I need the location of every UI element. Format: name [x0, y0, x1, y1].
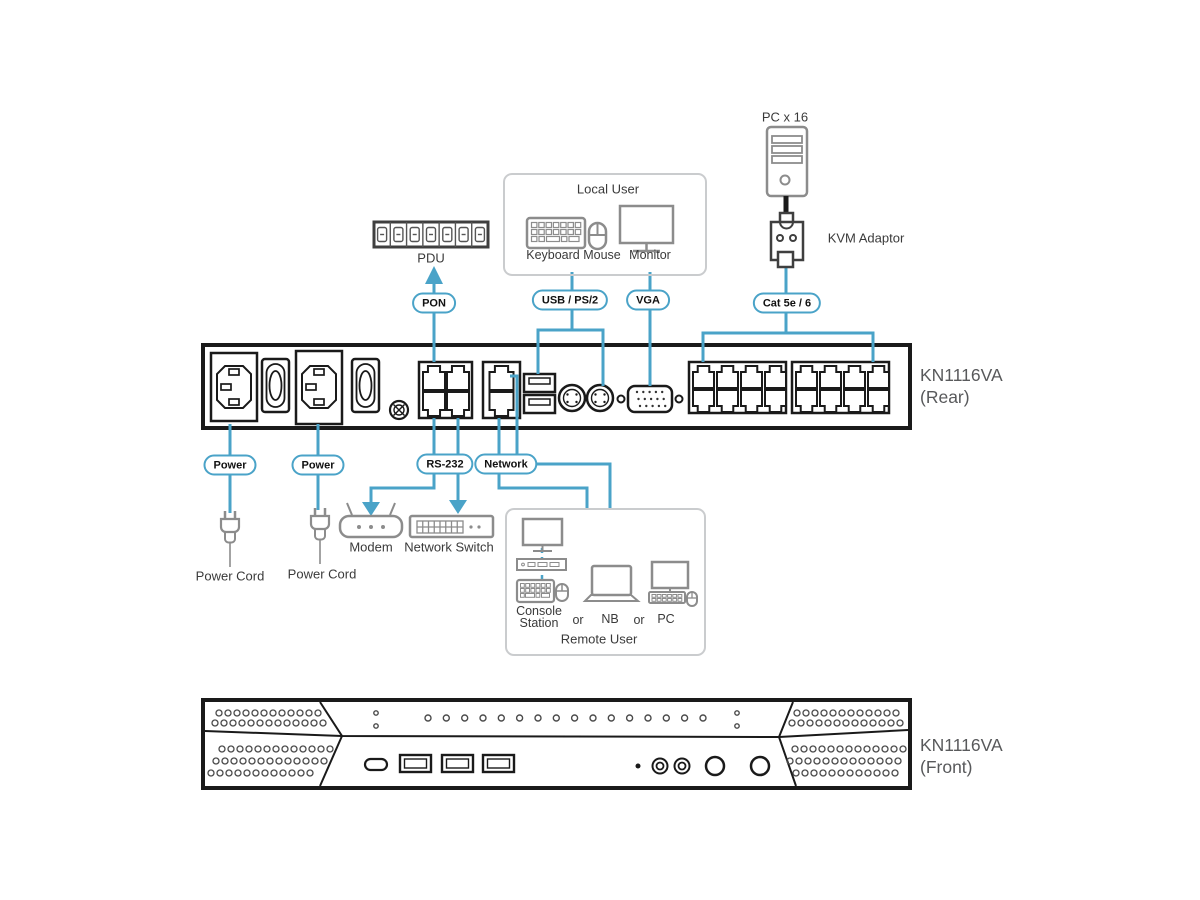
- mouse-label: Mouse: [583, 248, 621, 262]
- power-inlet-icon: [209, 351, 259, 423]
- network-switch-icon: [408, 514, 495, 539]
- local-user-title: Local User: [576, 181, 640, 197]
- console-mouse-icon: [555, 583, 569, 602]
- pdu-icon: [372, 220, 490, 249]
- ground-terminal-icon: [388, 399, 410, 421]
- pdu-label: PDU: [417, 250, 445, 266]
- arrowheads: [362, 266, 467, 516]
- power-pill-1: Power: [203, 454, 257, 476]
- remote-user-box: [505, 508, 706, 656]
- power-pill-2: Power: [291, 454, 345, 476]
- or-label-2: or: [633, 613, 645, 627]
- kvm-adaptor-label: KVM Adaptor: [827, 230, 905, 246]
- local-user-icons: [525, 204, 675, 253]
- power-switch-icon: [350, 357, 381, 414]
- arrow-to-switch: [449, 500, 467, 514]
- reset-pinhole: [635, 763, 641, 769]
- rj45-ports: [488, 365, 515, 417]
- vent-holes: [207, 709, 334, 777]
- pc-tower-icon: [765, 125, 809, 198]
- network-switch-label: Network Switch: [404, 539, 494, 555]
- modem-label: Modem: [349, 539, 393, 555]
- pc-mouse-icon: [686, 591, 698, 607]
- front-view-text: (Front): [920, 757, 973, 777]
- console-station-icon: [516, 558, 567, 571]
- rear-panel: [201, 343, 912, 430]
- led-indicators: [373, 710, 740, 729]
- power-plug-icon: [309, 508, 331, 564]
- usb-port: [440, 753, 475, 774]
- rear-view-text: (Rear): [920, 387, 970, 407]
- pc-monitor-icon: [650, 560, 690, 591]
- power-cord-label-1: Power Cord: [195, 568, 265, 584]
- rear-model-text: KN1116VA: [920, 365, 1003, 385]
- console-station-label: Console Station: [516, 604, 562, 630]
- modem-icon: [338, 502, 404, 539]
- pushbutton: [704, 755, 726, 777]
- console-monitor-icon: [521, 517, 564, 552]
- console-keyboard-icon: [515, 578, 556, 604]
- front-model-text: KN1116VA: [920, 735, 1003, 755]
- vga-pill: VGA: [626, 289, 670, 311]
- usb-port: [481, 753, 516, 774]
- rs232-pill: RS-232: [416, 453, 474, 475]
- front-panel-label: KN1116VA (Front): [920, 734, 1003, 778]
- console-line1: Console: [516, 604, 562, 618]
- nb-label: NB: [601, 612, 619, 626]
- pdu-outlets: [376, 222, 486, 247]
- arrow-to-pdu: [425, 266, 443, 284]
- rj45-ports: [795, 365, 890, 413]
- arrow-to-modem: [362, 502, 380, 516]
- front-ports: [363, 753, 516, 774]
- rj45-ports: [692, 365, 787, 413]
- laptop-icon: [582, 564, 641, 602]
- usb-port: [398, 753, 433, 774]
- remote-user-title: Remote User: [560, 631, 638, 647]
- pushbutton: [749, 755, 771, 777]
- rj45-ports: [422, 365, 470, 417]
- ps2-port-icon: [557, 383, 587, 413]
- pc-count-label: PC x 16: [761, 109, 809, 125]
- pc-label: PC: [657, 612, 675, 626]
- vent-holes: [786, 709, 907, 777]
- keyboard-label: Keyboard: [526, 248, 580, 262]
- panel-dividers: [204, 701, 909, 787]
- mini-usb-port: [363, 757, 389, 772]
- or-label-1: or: [572, 613, 584, 627]
- front-buttons: [635, 755, 771, 777]
- rear-panel-label: KN1116VA (Rear): [920, 364, 1003, 408]
- connection-lines: [228, 267, 875, 600]
- power-plug-icon: [219, 511, 241, 567]
- front-panel: [201, 698, 912, 790]
- power-cord-label-2: Power Cord: [287, 566, 357, 582]
- remote-user-icons: [515, 517, 698, 607]
- kvm-adaptor-icon: [769, 196, 805, 269]
- usb-ps2-pill: USB / PS/2: [531, 289, 609, 311]
- cat5-pill: Cat 5e / 6: [752, 292, 822, 314]
- console-line2: Station: [519, 616, 559, 630]
- pon-pill: PON: [412, 292, 456, 314]
- pc-keyboard-icon: [648, 591, 686, 604]
- ps2-port-icon: [585, 383, 615, 413]
- keyboard-icon: [525, 216, 587, 250]
- monitor-label: Monitor: [629, 248, 671, 262]
- local-user-box: [503, 173, 707, 276]
- network-pill: Network: [474, 453, 538, 475]
- mouse-icon: [587, 221, 608, 251]
- monitor-icon: [618, 204, 675, 253]
- power-switch-icon: [260, 357, 291, 414]
